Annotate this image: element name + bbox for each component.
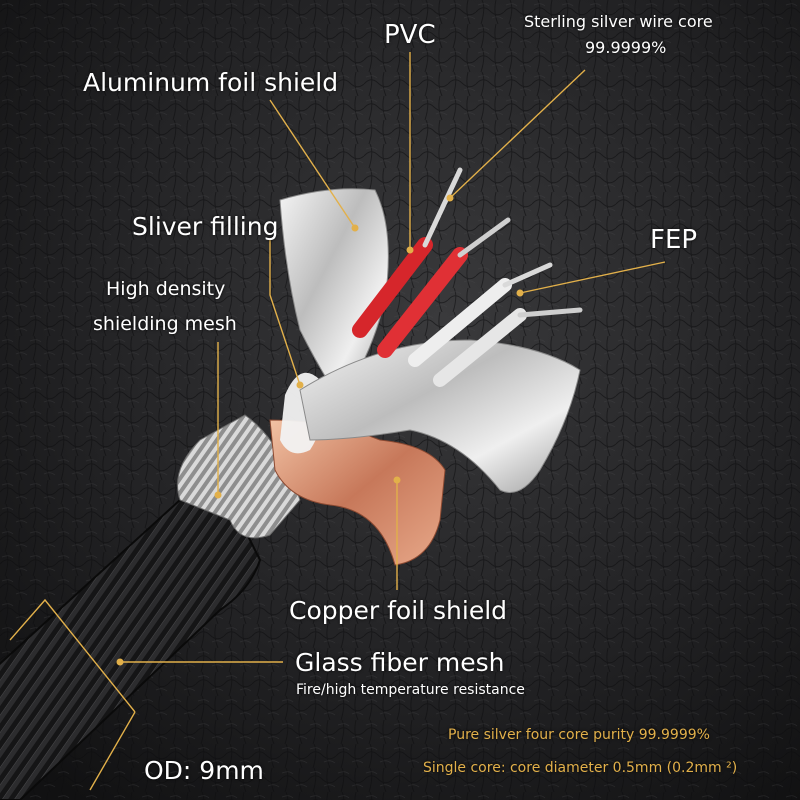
- leader-fep: [519, 261, 666, 294]
- label-pvc: PVC: [384, 20, 436, 50]
- wire-tip-4: [517, 307, 583, 318]
- label-sterling-line1: Sterling silver wire core: [524, 12, 713, 31]
- label-glass-sub: Fire/high temperature resistance: [296, 682, 525, 698]
- label-od: OD: 9mm: [144, 756, 264, 785]
- fep-core-2: [433, 308, 527, 387]
- label-glass: Glass fiber mesh: [295, 648, 505, 677]
- label-mesh-line2: shielding mesh: [93, 313, 237, 335]
- leader-od-upper: [9, 598, 136, 713]
- wire-tip-1: [422, 167, 463, 248]
- aluminum-foil-upper: [279, 188, 389, 401]
- label-fep: FEP: [650, 225, 698, 255]
- label-aluminum: Aluminum foil shield: [83, 68, 339, 97]
- leader-lines: [9, 52, 666, 791]
- label-copper: Copper foil shield: [289, 596, 508, 625]
- leader-dots: [116, 194, 524, 666]
- leader-sterling: [449, 69, 586, 199]
- wire-tip-3: [502, 262, 553, 288]
- leader-sliver: [269, 240, 301, 386]
- label-sliver: Sliver filling: [132, 212, 279, 241]
- red-core-2: [377, 247, 468, 358]
- red-core-1: [352, 237, 433, 338]
- label-sterling-line2: 99.9999%: [585, 38, 667, 57]
- leader-od-lower: [89, 711, 136, 791]
- leader-aluminum: [269, 99, 356, 229]
- fep-core-1: [408, 278, 512, 367]
- wire-tip-2: [457, 217, 511, 258]
- label-mesh-line1: High density: [106, 278, 226, 300]
- label-core: Single core: core diameter 0.5mm (0.2mm …: [423, 760, 738, 776]
- label-purity: Pure silver four core purity 99.9999%: [448, 727, 710, 743]
